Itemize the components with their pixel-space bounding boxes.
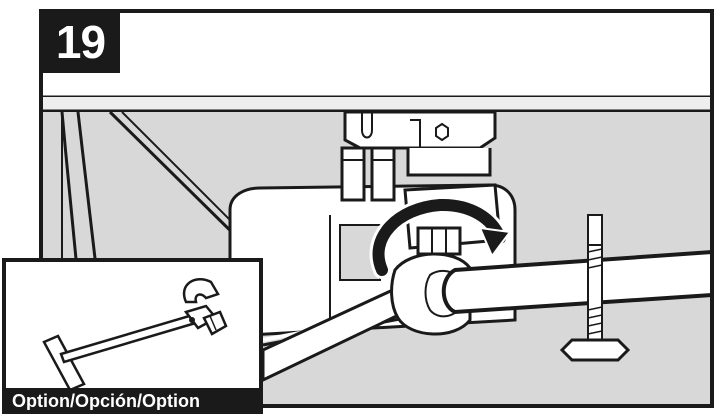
supply-line-left xyxy=(340,146,366,202)
counter-edge xyxy=(43,97,710,111)
extension-bar xyxy=(441,249,714,315)
leveling-foot xyxy=(559,338,631,362)
option-inset: Option/Opción/Option xyxy=(2,258,263,414)
supply-line-right xyxy=(370,146,396,202)
basin-wrench-icon xyxy=(42,277,228,392)
clockwise-arrow-icon xyxy=(372,198,506,276)
hex-nut xyxy=(416,226,462,256)
option-label: Option/Opción/Option xyxy=(6,388,259,410)
step-number-badge: 19 xyxy=(41,11,120,73)
leveling-leg xyxy=(587,214,603,246)
countertop xyxy=(43,13,710,97)
